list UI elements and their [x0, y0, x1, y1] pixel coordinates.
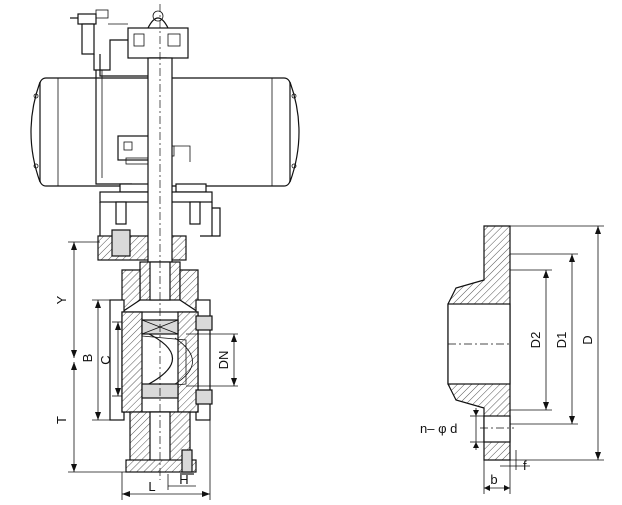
dimension-y: Y	[54, 241, 100, 358]
label-d1: D1	[554, 332, 569, 349]
dimension-d1: D1	[510, 253, 578, 425]
dimension-l: L	[121, 420, 211, 500]
dimension-c: C	[98, 321, 122, 397]
dimension-d: D	[510, 225, 604, 461]
label-b: B	[80, 354, 95, 363]
flange-section: D2 D1 D n– φ d	[420, 225, 604, 494]
dimension-b: B	[80, 299, 110, 421]
label-t: T	[54, 416, 69, 424]
label-l: L	[148, 479, 155, 494]
label-y: Y	[54, 295, 69, 304]
label-b-thickness: b	[490, 472, 497, 487]
label-dn: DN	[216, 351, 231, 370]
label-h: H	[179, 472, 188, 487]
dimension-h: H	[167, 472, 196, 490]
dimension-d2: D2	[510, 269, 552, 411]
valve-assembly: Y T B C	[30, 4, 300, 500]
label-nd: n– φ d	[420, 421, 457, 436]
solenoid-bracket	[70, 9, 150, 77]
pneumatic-actuator	[30, 70, 300, 193]
dimension-b-thickness: b	[483, 460, 510, 494]
label-f: f	[523, 458, 527, 473]
dimension-t: T	[54, 362, 126, 473]
label-d2: D2	[528, 332, 543, 349]
dimension-dn: DN	[186, 333, 238, 387]
label-d: D	[580, 335, 595, 344]
label-c: C	[98, 355, 113, 364]
valve-body	[109, 269, 213, 475]
dimension-bolt-hole: n– φ d	[420, 408, 484, 450]
